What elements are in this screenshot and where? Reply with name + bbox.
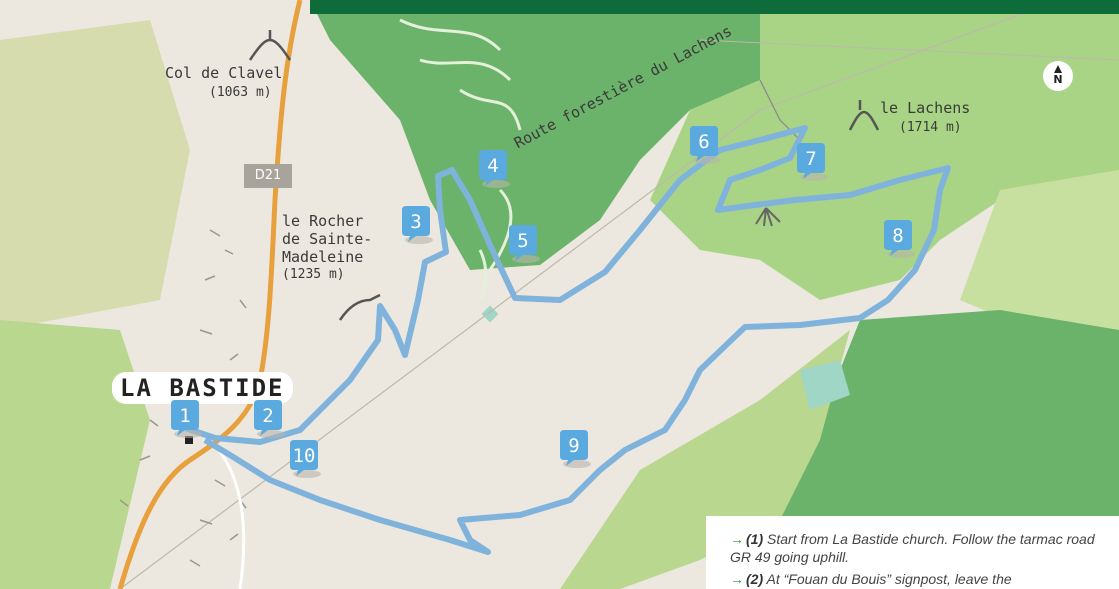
route-marker-label: 2 (262, 405, 274, 427)
route-notes-panel: →(1) Start from La Bastide church. Follo… (706, 516, 1119, 589)
road-d21-badge: D21 (244, 164, 292, 188)
marker-pin-icon (690, 126, 721, 164)
route-marker-label: 7 (805, 148, 817, 170)
header-bar (310, 0, 1119, 14)
marker-pin-icon (509, 225, 540, 263)
route-marker-3[interactable]: 3 (398, 206, 434, 244)
col-de-clavel-label: Col de Clavel (165, 64, 283, 82)
route-marker-4[interactable]: 4 (475, 150, 511, 188)
col-de-clavel-altitude: (1063 m) (209, 85, 272, 100)
route-marker-label: 1 (179, 405, 191, 427)
rocher-altitude: (1235 m) (282, 267, 345, 282)
rocher-label-line3: Madeleine (282, 248, 364, 266)
compass-label: N (1053, 73, 1063, 86)
route-marker-label: 9 (568, 435, 580, 457)
route-note-1-num: (1) (746, 531, 764, 547)
route-marker-label: 4 (487, 155, 499, 177)
marker-pin-icon (797, 143, 828, 181)
route-marker-10[interactable]: 10 (286, 440, 322, 478)
route-marker-2[interactable]: 2 (250, 400, 286, 438)
marker-pin-icon (290, 440, 321, 478)
road-d21-label: D21 (254, 168, 282, 183)
compass: N (1043, 61, 1073, 91)
route-marker-9[interactable]: 9 (556, 430, 592, 468)
route-marker-label: 3 (410, 211, 422, 233)
lachens-label: le Lachens (880, 99, 971, 117)
route-note-1-text: Start from La Bastide church. Follow the… (730, 531, 1095, 565)
route-note-1: →(1) Start from La Bastide church. Follo… (730, 530, 1105, 566)
marker-pin-icon (254, 400, 285, 438)
route-note-2-num: (2) (746, 571, 764, 587)
lachens-altitude: (1714 m) (899, 120, 962, 135)
arrow-icon: → (730, 571, 744, 587)
route-marker-label: 10 (292, 445, 316, 467)
marker-pin-icon (402, 206, 433, 244)
route-marker-label: 5 (517, 230, 529, 252)
route-marker-label: 8 (892, 225, 904, 247)
arrow-icon: → (730, 531, 744, 547)
route-marker-5[interactable]: 5 (505, 225, 541, 263)
rocher-label-line2: de Sainte- (282, 230, 373, 248)
route-marker-8[interactable]: 8 (880, 220, 916, 258)
route-marker-1[interactable]: 1 (167, 400, 203, 438)
rocher-label-line1: le Rocher (282, 212, 364, 230)
marker-pin-icon (479, 150, 510, 188)
route-note-2-text: At “Fouan du Bouis” signpost, leave the (766, 571, 1012, 587)
route-note-2: →(2) At “Fouan du Bouis” signpost, leave… (730, 570, 1105, 588)
route-marker-7[interactable]: 7 (793, 143, 829, 181)
marker-pin-icon (171, 400, 202, 438)
route-marker-label: 6 (698, 131, 710, 153)
route-marker-6[interactable]: 6 (686, 126, 722, 164)
town-label: LA BASTIDE (112, 372, 293, 404)
north-arrow-icon (1054, 65, 1062, 73)
marker-pin-icon (560, 430, 591, 468)
marker-pin-icon (884, 220, 915, 258)
